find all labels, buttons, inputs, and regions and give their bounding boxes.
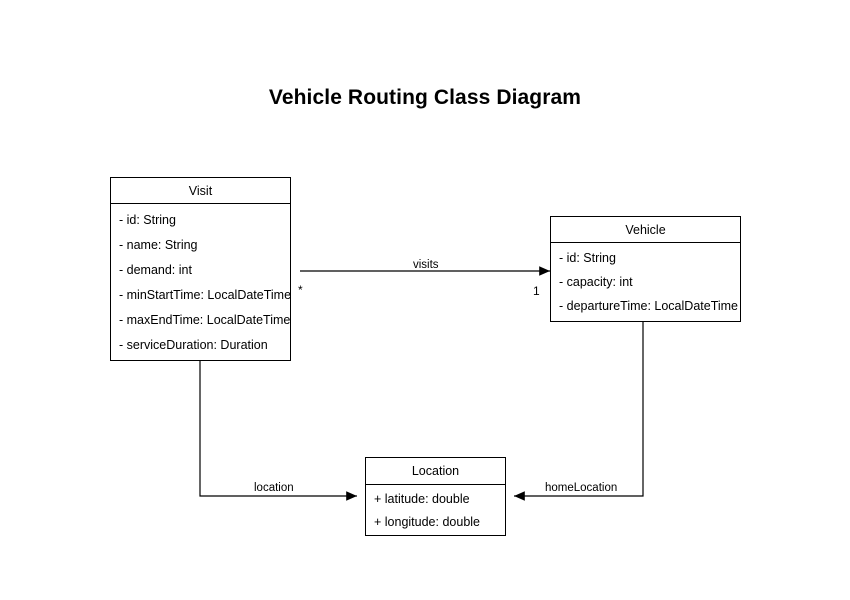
page-title: Vehicle Routing Class Diagram bbox=[268, 86, 582, 109]
attribute-row: - name: String bbox=[119, 237, 198, 252]
edge-home-location bbox=[514, 322, 644, 501]
class-name-location: Location bbox=[366, 458, 505, 485]
attribute-row: - id: String bbox=[119, 212, 176, 227]
class-name-vehicle: Vehicle bbox=[551, 217, 740, 243]
multiplicity-visit: * bbox=[298, 283, 303, 297]
attribute-row: - maxEndTime: LocalDateTime bbox=[119, 312, 291, 327]
edge-label-visits: visits bbox=[413, 259, 439, 271]
attribute-row: - demand: int bbox=[119, 262, 192, 277]
class-box-visit[interactable]: Visit - id: String - name: String - dema… bbox=[110, 177, 291, 361]
edge-label-home-location: homeLocation bbox=[545, 482, 618, 494]
edge-location bbox=[199, 361, 357, 501]
attribute-row: + latitude: double bbox=[374, 492, 470, 507]
attribute-row: - departureTime: LocalDateTime bbox=[559, 299, 739, 313]
attribute-row: - id: String bbox=[559, 251, 616, 265]
class-attributes-vehicle: - id: String - capacity: int - departure… bbox=[551, 243, 740, 321]
class-box-location[interactable]: Location + latitude: double + longitude:… bbox=[365, 457, 506, 536]
class-attributes-visit: - id: String - name: String - demand: in… bbox=[111, 204, 292, 360]
class-attributes-location: + latitude: double + longitude: double bbox=[366, 485, 505, 536]
edge-label-location: location bbox=[254, 482, 294, 494]
multiplicity-vehicle: 1 bbox=[533, 284, 540, 298]
attribute-row: - minStartTime: LocalDateTime bbox=[119, 287, 292, 302]
class-name-visit: Visit bbox=[111, 178, 290, 204]
class-box-vehicle[interactable]: Vehicle - id: String - capacity: int - d… bbox=[550, 216, 741, 322]
attribute-row: + longitude: double bbox=[374, 514, 480, 529]
attribute-row: - capacity: int bbox=[559, 275, 633, 289]
attribute-row: - serviceDuration: Duration bbox=[119, 337, 268, 352]
